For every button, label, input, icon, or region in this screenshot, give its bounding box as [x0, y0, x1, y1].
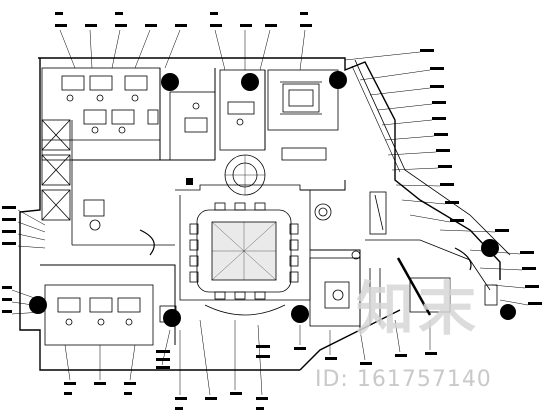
- callouts-bottom: [64, 319, 431, 396]
- office-top-left: [41, 67, 161, 161]
- callouts-right: [344, 51, 529, 306]
- callout-labels-left: [2, 12, 312, 313]
- elevator-core: [41, 119, 73, 245]
- callout-labels-right: [420, 49, 542, 305]
- watermark-logo: 知末: [356, 275, 481, 343]
- callouts-left: [11, 29, 306, 315]
- meeting-room: [175, 184, 311, 316]
- reception-area: [72, 199, 175, 256]
- executive-suite: [365, 239, 498, 325]
- lounge-top: [224, 69, 339, 196]
- callout-labels-bottom: [64, 345, 437, 410]
- structural-columns: [29, 71, 516, 327]
- office-bottom-left: [44, 284, 177, 346]
- watermark-id: ID: 161757140: [315, 367, 492, 392]
- partitions: [40, 68, 361, 345]
- meeting-chairs: [189, 202, 299, 300]
